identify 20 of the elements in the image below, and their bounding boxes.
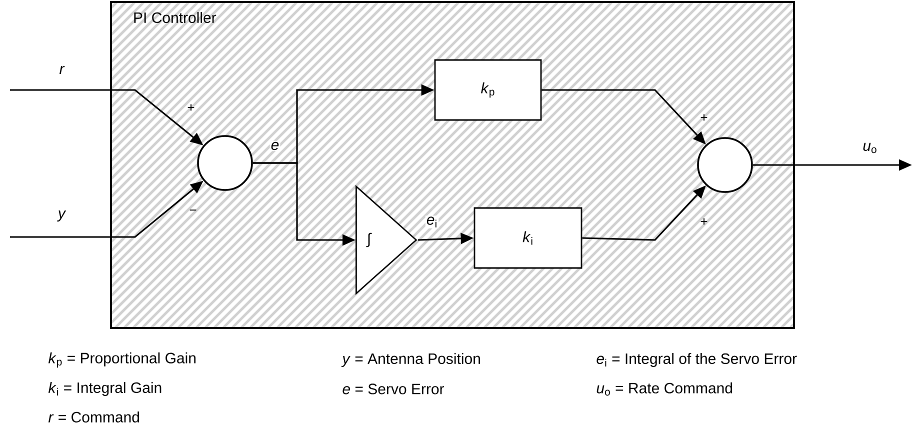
edge-label: u$_{o}$	[862, 142, 878, 154]
gain-box: k$_{i}$	[474, 207, 582, 269]
edge-label: y	[56, 209, 68, 223]
sign-label: +	[700, 114, 708, 121]
summing-junction	[697, 137, 753, 193]
legend-entry: y = Antenna Position	[341, 353, 480, 367]
legend-entry: k$_{i}$ = Integral Gain	[48, 382, 162, 396]
sign-label: −	[190, 210, 196, 211]
gain-box: k$_{p}$	[434, 59, 542, 121]
legend-entry: e$_{i}$ = Integral of the Servo Error	[596, 353, 797, 367]
summing-junction	[197, 135, 253, 191]
legend-entry: e = Servo Error	[342, 384, 444, 394]
sign-label: +	[188, 104, 194, 111]
sign-label: +	[700, 218, 708, 225]
edge-label: e$_{i}$	[425, 216, 439, 228]
legend-entry: u$_{o}$ = Rate Command	[596, 382, 732, 396]
edge-label: r	[58, 64, 66, 76]
edge-label: e	[270, 140, 280, 152]
legend-entry: r = Command	[48, 411, 139, 422]
legend-entry: k$_{p}$ = Proportional Gain	[48, 352, 196, 368]
